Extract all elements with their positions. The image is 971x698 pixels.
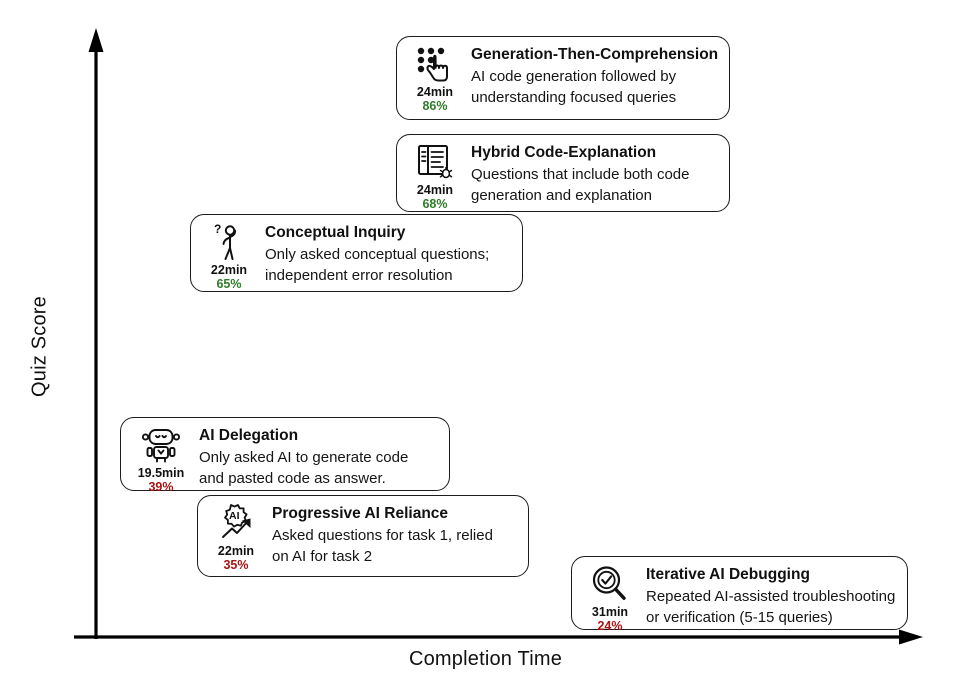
card-generation-then-comprehension[interactable]: 24min 86% Generation-Then-Comprehension … bbox=[396, 36, 730, 120]
person-with-question-mark-icon: ? bbox=[207, 222, 251, 262]
ai-gear-with-trend-arrow-icon: AI bbox=[214, 503, 258, 543]
metric-time: 24min bbox=[416, 183, 454, 197]
card-body: AI Delegation Only asked AI to generate … bbox=[193, 425, 439, 489]
card-description-line: understanding focused queries bbox=[471, 89, 677, 107]
dots-and-pointing-hand-icon bbox=[413, 44, 457, 84]
card-title: Progressive AI Reliance bbox=[272, 505, 449, 522]
svg-text:AI: AI bbox=[229, 510, 240, 522]
metric-score: 68% bbox=[422, 197, 448, 211]
card-metrics: 31min 24% bbox=[580, 564, 640, 633]
card-body: Progressive AI Reliance Asked questions … bbox=[266, 503, 518, 567]
metric-time: 19.5min bbox=[137, 466, 185, 480]
card-title: Generation-Then-Comprehension bbox=[471, 46, 719, 63]
y-axis-arrowhead bbox=[88, 28, 104, 52]
card-description: Asked questions for task 1, relied on AI… bbox=[272, 525, 518, 568]
card-body: Generation-Then-Comprehension AI code ge… bbox=[465, 44, 719, 108]
metric-score: 65% bbox=[216, 277, 242, 291]
card-body: Hybrid Code-Explanation Questions that i… bbox=[465, 142, 719, 206]
card-metrics: AI 22min 35% bbox=[206, 503, 266, 572]
card-description-line: or verification (5-15 queries) bbox=[646, 609, 833, 627]
robot-icon bbox=[139, 425, 183, 465]
metric-score: 39% bbox=[148, 480, 174, 494]
metric-time: 22min bbox=[217, 544, 255, 558]
card-description: Only asked AI to generate code and paste… bbox=[199, 447, 439, 490]
card-ai-delegation[interactable]: 19.5min 39% AI Delegation Only asked AI … bbox=[120, 417, 450, 494]
card-body: Iterative AI Debugging Repeated AI-assis… bbox=[640, 564, 897, 628]
card-description-line: Only asked AI to generate code bbox=[199, 448, 409, 466]
card-title: Hybrid Code-Explanation bbox=[471, 144, 657, 161]
card-description-line: on AI for task 2 bbox=[272, 548, 373, 566]
metric-time: 31min bbox=[591, 605, 629, 619]
card-description-line: independent error resolution bbox=[265, 267, 453, 285]
card-description-line: Questions that include both code bbox=[471, 165, 690, 183]
card-description: AI code generation followed by understan… bbox=[471, 66, 719, 109]
x-axis-arrowhead bbox=[899, 629, 923, 645]
card-title: AI Delegation bbox=[199, 427, 299, 444]
card-metrics: 24min 68% bbox=[405, 142, 465, 211]
document-with-bug-icon bbox=[413, 142, 457, 182]
x-axis-label: Completion Time bbox=[408, 648, 563, 670]
card-description-line: and pasted code as answer. bbox=[199, 470, 386, 488]
card-description: Questions that include both code generat… bbox=[471, 164, 719, 207]
card-metrics: 24min 86% bbox=[405, 44, 465, 113]
card-metrics: ? 22min 65% bbox=[199, 222, 259, 291]
metric-score: 24% bbox=[597, 619, 623, 633]
card-title: Iterative AI Debugging bbox=[646, 566, 810, 583]
card-description: Only asked conceptual questions; indepen… bbox=[265, 244, 512, 287]
card-progressive-ai-reliance[interactable]: AI 22min 35% Progressive AI Reliance Ask… bbox=[197, 495, 529, 577]
magnifier-with-check-icon bbox=[588, 564, 632, 604]
card-body: Conceptual Inquiry Only asked conceptual… bbox=[259, 222, 512, 286]
y-axis-label: Quiz Score bbox=[28, 296, 51, 397]
card-description-line: Only asked conceptual questions; bbox=[265, 245, 490, 263]
metric-time: 22min bbox=[210, 263, 248, 277]
metric-score: 86% bbox=[422, 99, 448, 113]
card-description-line: generation and explanation bbox=[471, 187, 652, 205]
card-hybrid-code-explanation[interactable]: 24min 68% Hybrid Code-Explanation Questi… bbox=[396, 134, 730, 212]
card-iterative-ai-debugging[interactable]: 31min 24% Iterative AI Debugging Repeate… bbox=[571, 556, 908, 633]
card-description-line: AI code generation followed by bbox=[471, 67, 677, 85]
metric-time: 24min bbox=[416, 85, 454, 99]
metric-score: 35% bbox=[223, 558, 249, 572]
card-conceptual-inquiry[interactable]: ? 22min 65% Conceptual Inquiry Only aske… bbox=[190, 214, 523, 292]
card-description-line: Asked questions for task 1, relied bbox=[272, 526, 493, 544]
card-metrics: 19.5min 39% bbox=[129, 425, 193, 494]
card-description: Repeated AI-assisted troubleshooting or … bbox=[646, 586, 897, 629]
card-title: Conceptual Inquiry bbox=[265, 224, 406, 241]
card-description-line: Repeated AI-assisted troubleshooting bbox=[646, 587, 896, 605]
svg-text:?: ? bbox=[214, 222, 221, 236]
